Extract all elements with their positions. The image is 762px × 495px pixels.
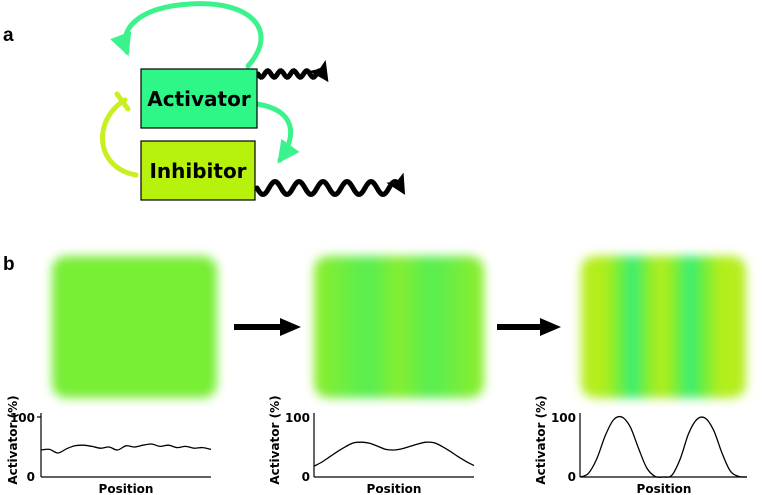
y-axis-label: Activator (%) (268, 395, 282, 484)
activator-label: Activator (147, 87, 251, 111)
pattern-uniform (52, 256, 217, 398)
y-axis-label: Activator (%) (534, 395, 548, 484)
y-tick-0: 0 (302, 470, 310, 484)
series-line (313, 441, 475, 467)
panel-b-label: b (3, 254, 15, 275)
inhibitor-degradation-arrow (254, 172, 406, 198)
activator-plot-3: Activator (%) 100 0 Position (534, 395, 748, 495)
pattern-strong-stripes (581, 256, 746, 398)
self-activation-arrow (110, 1, 264, 69)
x-axis-label: Position (99, 482, 154, 495)
y-tick-0: 0 (27, 470, 35, 484)
panel-a-label: a (3, 25, 14, 46)
inhibition-bar (114, 91, 131, 112)
y-tick-0: 0 (568, 470, 576, 484)
activator-plot-2: Activator (%) 100 0 Position (268, 395, 475, 495)
x-axis-label: Position (637, 482, 692, 495)
y-axis-label: Activator (%) (6, 395, 20, 484)
activator-plot-1: Activator (%) 100 0 Position (6, 395, 212, 495)
inhibitor-label: Inhibitor (149, 159, 246, 183)
y-tick-100: 100 (10, 411, 35, 425)
y-tick-100: 100 (285, 411, 310, 425)
inhibitor-box (140, 140, 256, 201)
series-line (579, 415, 748, 478)
progression-arrow-1 (234, 318, 301, 336)
activator-box (140, 68, 258, 129)
progression-arrow-2 (497, 318, 561, 336)
pattern-weak-stripes (314, 256, 484, 398)
series-line (40, 443, 212, 454)
activation-arrow (254, 101, 300, 164)
inhibition-arrow (100, 97, 139, 178)
activator-degradation-arrow (255, 59, 329, 83)
y-tick-100: 100 (551, 411, 576, 425)
x-axis-label: Position (367, 482, 422, 495)
